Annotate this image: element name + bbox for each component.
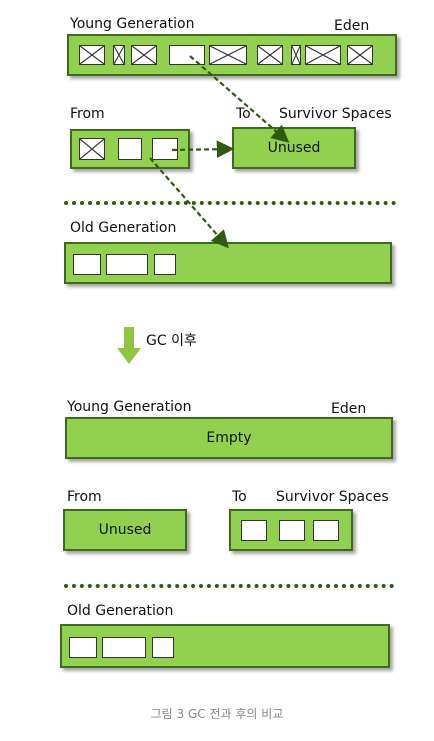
live-object bbox=[102, 637, 146, 658]
before-old-generation-space bbox=[64, 242, 392, 284]
live-object bbox=[152, 637, 174, 658]
live-object bbox=[169, 45, 205, 65]
after-eden-label: Eden bbox=[331, 401, 367, 417]
after-old-generation-space bbox=[60, 624, 390, 668]
gc-after-label: GC 이후 bbox=[146, 333, 197, 349]
live-object bbox=[106, 254, 148, 275]
after-survivor-spaces-label: Survivor Spaces bbox=[276, 489, 389, 505]
copy-arrow-eden-to-survivor bbox=[189, 55, 290, 143]
after-from-label: From bbox=[67, 489, 102, 505]
live-object bbox=[313, 520, 339, 541]
garbage-object bbox=[79, 138, 105, 160]
before-from-survivor-space bbox=[70, 129, 190, 169]
promote-arrow-to-old bbox=[149, 157, 229, 249]
garbage-object bbox=[257, 45, 283, 65]
live-object bbox=[118, 138, 142, 160]
copy-arrow-from-to-survivor bbox=[171, 140, 235, 159]
before-young-generation-label: Young Generation bbox=[70, 16, 195, 32]
before-eden-space bbox=[67, 34, 397, 76]
live-object bbox=[279, 520, 305, 541]
live-object bbox=[152, 138, 178, 160]
after-to-label: To bbox=[232, 489, 247, 505]
live-object bbox=[69, 637, 97, 658]
garbage-object bbox=[305, 45, 341, 65]
after-eden-space: Empty bbox=[65, 417, 393, 459]
garbage-object bbox=[291, 45, 301, 65]
after-old-generation-label: Old Generation bbox=[67, 603, 174, 619]
before-to-label: To bbox=[236, 106, 251, 122]
down-arrow-icon bbox=[117, 327, 141, 364]
after-eden-text: Empty bbox=[206, 430, 252, 446]
before-survivor-spaces-label: Survivor Spaces bbox=[279, 106, 392, 122]
before-from-label: From bbox=[70, 106, 105, 122]
before-to-survivor-space: Unused bbox=[232, 127, 356, 169]
garbage-object bbox=[113, 45, 125, 65]
after-from-survivor-space: Unused bbox=[63, 509, 187, 551]
after-young-generation-label: Young Generation bbox=[67, 399, 192, 415]
before-old-generation-label: Old Generation bbox=[70, 220, 177, 236]
after-to-survivor-space bbox=[229, 509, 353, 551]
figure-caption: 그림 3 GC 전과 후의 비교 bbox=[150, 707, 284, 721]
live-object bbox=[154, 254, 176, 275]
divider bbox=[64, 584, 394, 588]
before-eden-label: Eden bbox=[334, 18, 370, 34]
garbage-object bbox=[209, 45, 247, 65]
garbage-object bbox=[79, 45, 105, 65]
before-to-space-text: Unused bbox=[267, 140, 321, 156]
live-object bbox=[241, 520, 267, 541]
garbage-object bbox=[347, 45, 373, 65]
divider bbox=[64, 201, 396, 205]
live-object bbox=[73, 254, 101, 275]
after-from-space-text: Unused bbox=[98, 522, 152, 538]
garbage-object bbox=[131, 45, 157, 65]
